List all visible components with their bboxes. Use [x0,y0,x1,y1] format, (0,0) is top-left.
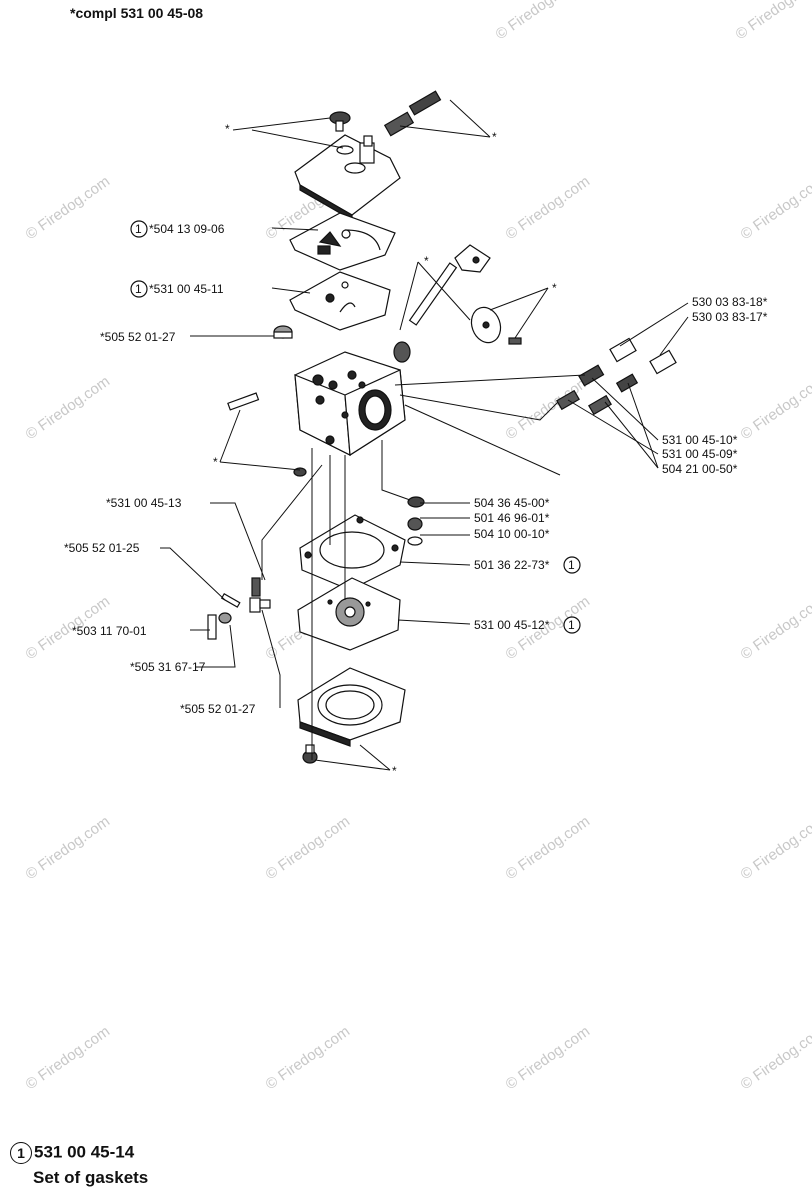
part-label: *503 11 70-01 [72,624,147,638]
callout-circle [130,280,148,298]
check-valve-parts [407,496,425,546]
footer-description: Set of gaskets [33,1168,149,1187]
watermark: © Firedog.com [738,813,812,883]
part-label: 501 46 96-01* [474,511,550,525]
callout-marker: 1 [135,222,142,236]
watermark: © Firedog.com [738,373,812,443]
watermark: © Firedog.com [263,813,354,883]
watermark: © Firedog.com [23,1023,114,1093]
watermark: © Firedog.com [23,813,114,883]
watermark: © Firedog.com [493,0,584,43]
watermark: © Firedog.com [738,593,812,663]
callout-circle [563,556,581,574]
part-label: *505 52 01-27 [100,330,176,344]
pump-diaphragm [299,514,406,591]
part-label: *505 31 67-17 [130,660,206,674]
part-label: *531 00 45-11 [149,282,224,296]
watermark: © Firedog.com [738,1023,812,1093]
leader-lines [160,99,689,771]
part-label: 530 03 83-18* [692,295,768,309]
assembly-number: *compl 531 00 45-08 [70,5,203,21]
watermark: © Firedog.com [503,173,594,243]
watermark: © Firedog.com [23,173,114,243]
idle-spring-needle [383,90,442,137]
asterisk-mark: * [392,764,397,778]
part-label: 531 00 45-12* [474,618,550,632]
part-label: 504 36 45-00* [474,496,550,510]
watermark-layer: © Firedog.com © Firedog.com © Firedog.co… [23,0,812,1093]
part-label: 501 36 22-73* [474,558,550,572]
bottom-cover [297,667,406,747]
watermark: © Firedog.com [503,373,594,443]
part-label: 531 00 45-10* [662,433,738,447]
part-label: *505 52 01-27 [180,702,256,716]
watermark: © Firedog.com [503,1023,594,1093]
watermark: © Firedog.com [263,1023,354,1093]
callout-circle [130,220,148,238]
callout-marker: 1 [135,282,142,296]
asterisk-mark: * [492,130,497,144]
watermark: © Firedog.com [733,0,812,43]
callout-marker: 1 [568,558,575,572]
part-label: 504 10 00-10* [474,527,550,541]
carburetor-body [294,351,406,457]
asterisk-mark: * [213,455,218,469]
inlet-needle-parts [207,577,271,640]
filter-cap [273,325,293,339]
diaphragm-plate-2 [289,271,391,331]
part-label: 531 00 45-09* [662,447,738,461]
limiter-caps [609,337,677,375]
asterisk-mark: * [424,254,429,268]
footer-part-number: 531 00 45-14 [34,1142,135,1162]
part-label: *531 00 45-13 [106,496,182,510]
part-label: 530 03 83-17* [692,310,768,324]
watermark: © Firedog.com [23,373,114,443]
top-cover-plate [294,134,401,222]
metering-diaphragm [297,577,401,651]
asterisk-mark: * [225,122,230,136]
part-label: *505 52 01-25 [64,541,140,555]
throttle-shaft [393,244,491,363]
part-label: *504 13 09-06 [149,222,225,236]
callout-circle [563,616,581,634]
asterisk-markers: * * * * * * [213,122,557,778]
part-label: 504 21 00-50* [662,462,738,476]
callout-marker: 1 [10,1142,32,1164]
gasket-plate-1 [289,212,396,271]
top-screw [329,111,351,132]
pin [227,392,260,411]
asterisk-mark: * [552,281,557,295]
callout-marker: 1 [568,618,575,632]
watermark: © Firedog.com [503,813,594,883]
bottom-screw [302,744,318,764]
watermark: © Firedog.com [738,173,812,243]
parts-drawing [207,90,677,764]
throttle-disc [470,306,522,345]
part-labels: 1 *504 13 09-06 1 *531 00 45-11 *505 52 … [64,220,768,716]
